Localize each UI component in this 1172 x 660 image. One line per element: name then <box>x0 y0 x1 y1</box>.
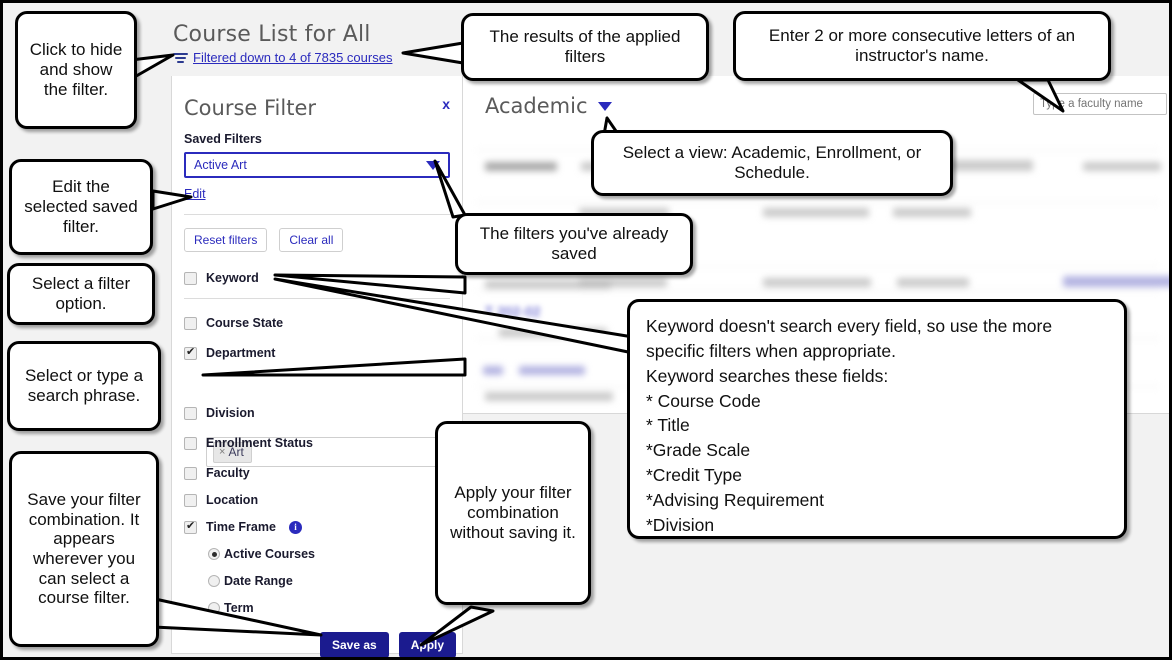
saved-filters-select[interactable]: Active Art <box>184 152 450 178</box>
chevron-down-icon[interactable] <box>426 160 440 170</box>
callout-text: Select or type a search phrase. <box>24 366 144 405</box>
radio-term[interactable] <box>208 602 220 614</box>
filter-option-keyword[interactable]: Keyword <box>184 271 259 285</box>
checkbox-enrollment-status[interactable] <box>184 436 197 450</box>
filter-option-label: Time Frame <box>206 520 276 534</box>
reset-filters-button[interactable]: Reset filters <box>184 228 268 252</box>
view-name-label: Academic <box>485 94 588 118</box>
clear-all-button[interactable]: Clear all <box>279 228 344 252</box>
radio-label: Date Range <box>224 574 293 588</box>
filter-option-label: Department <box>206 346 276 360</box>
callout-keyword-info: Keyword doesn't search every field, so u… <box>627 299 1127 539</box>
apply-button[interactable]: Apply <box>398 632 457 657</box>
filter-option-location[interactable]: Location <box>184 493 258 507</box>
radio-date-range[interactable] <box>208 575 220 587</box>
callout-results: The results of the applied filters <box>461 13 709 81</box>
callout-text: The results of the applied filters <box>489 27 681 66</box>
close-icon[interactable]: x <box>442 96 450 112</box>
callout-save-info: Save your filter combination. It appears… <box>9 451 159 647</box>
filter-option-faculty[interactable]: Faculty <box>184 466 250 480</box>
filter-option-time-frame[interactable]: Time Frame i <box>184 519 302 534</box>
callout-text: Edit the selected saved filter. <box>24 177 138 236</box>
filtered-summary: Filtered down to 4 of 7835 courses <box>173 50 392 65</box>
callout-text: Apply your filter combination without sa… <box>450 483 576 542</box>
filter-action-row: Reset filters Clear all <box>184 228 344 252</box>
filter-option-enrollment-status[interactable]: Enrollment Status <box>184 436 313 450</box>
callout-instructor-letters: Enter 2 or more consecutive letters of a… <box>733 11 1111 81</box>
course-filter-panel: Course Filter x Saved Filters Active Art… <box>171 76 463 657</box>
filter-panel-title: Course Filter <box>184 96 316 120</box>
filter-submit-row: Save as Apply <box>320 632 457 657</box>
callout-edit-saved-filter: Edit the selected saved filter. <box>9 159 153 255</box>
radio-label: Term <box>224 601 254 615</box>
saved-filters-label: Saved Filters <box>184 132 262 146</box>
callout-text: Select a filter option. <box>31 274 131 313</box>
callout-select-view: Select a view: Academic, Enrollment, or … <box>591 130 953 196</box>
callout-hide-show-filter: Click to hide and show the filter. <box>15 11 137 129</box>
checkbox-time-frame[interactable] <box>184 519 197 534</box>
divider <box>184 298 450 299</box>
checkbox-department[interactable] <box>184 345 197 360</box>
callout-text: Enter 2 or more consecutive letters of a… <box>768 26 1076 65</box>
filter-option-label: Course State <box>206 316 284 330</box>
time-frame-date-range[interactable]: Date Range <box>208 574 293 588</box>
blurred-course-code: T 202-02 <box>485 304 541 319</box>
filter-option-division[interactable]: Division <box>184 406 255 420</box>
radio-label: Active Courses <box>224 547 316 561</box>
filter-option-course-state[interactable]: Course State <box>184 316 283 330</box>
divider <box>184 214 450 215</box>
callout-apply-info: Apply your filter combination without sa… <box>435 421 591 605</box>
filter-lines-icon[interactable] <box>173 51 188 64</box>
checkbox-keyword[interactable] <box>184 271 197 285</box>
callout-text: Select a view: Academic, Enrollment, or … <box>622 143 922 182</box>
callout-search-phrase: Select or type a search phrase. <box>7 341 161 431</box>
callout-text: The filters you've already saved <box>479 224 669 263</box>
checkbox-location[interactable] <box>184 493 197 507</box>
callout-text: Click to hide and show the filter. <box>29 40 123 99</box>
time-frame-term[interactable]: Term <box>208 601 254 615</box>
checkbox-division[interactable] <box>184 406 197 420</box>
saved-filter-value: Active Art <box>194 158 247 172</box>
callout-text: Keyword doesn't search every field, so u… <box>646 316 1053 535</box>
checkbox-course-state[interactable] <box>184 316 197 330</box>
checkbox-faculty[interactable] <box>184 466 197 480</box>
page-title: Course List for All <box>173 22 371 47</box>
faculty-search-input[interactable] <box>1033 93 1167 115</box>
callout-select-filter-option: Select a filter option. <box>7 263 155 325</box>
view-selector[interactable]: Academic <box>485 94 612 118</box>
department-token-input[interactable]: × Art <box>206 437 450 467</box>
filter-option-label: Enrollment Status <box>206 436 313 450</box>
filter-option-department[interactable]: Department <box>184 345 276 360</box>
filter-panel-header: Course Filter x <box>184 96 450 120</box>
remove-token-icon[interactable]: × <box>219 445 226 458</box>
filter-option-label: Division <box>206 406 255 420</box>
radio-active-courses[interactable] <box>208 548 220 560</box>
filter-option-label: Keyword <box>206 271 259 285</box>
filter-option-label: Faculty <box>206 466 250 480</box>
edit-saved-filter-link[interactable]: Edit <box>184 187 206 201</box>
filtered-count-link[interactable]: Filtered down to 4 of 7835 courses <box>193 50 393 65</box>
callout-text: Save your filter combination. It appears… <box>27 489 141 608</box>
filter-option-label: Location <box>206 493 259 507</box>
save-as-button[interactable]: Save as <box>320 632 389 657</box>
token-art[interactable]: × Art <box>213 441 252 463</box>
info-icon[interactable]: i <box>288 520 302 534</box>
time-frame-active-courses[interactable]: Active Courses <box>208 547 315 561</box>
callout-already-saved: The filters you've already saved <box>455 213 693 275</box>
token-label: Art <box>228 444 244 459</box>
chevron-down-icon[interactable] <box>597 101 612 111</box>
